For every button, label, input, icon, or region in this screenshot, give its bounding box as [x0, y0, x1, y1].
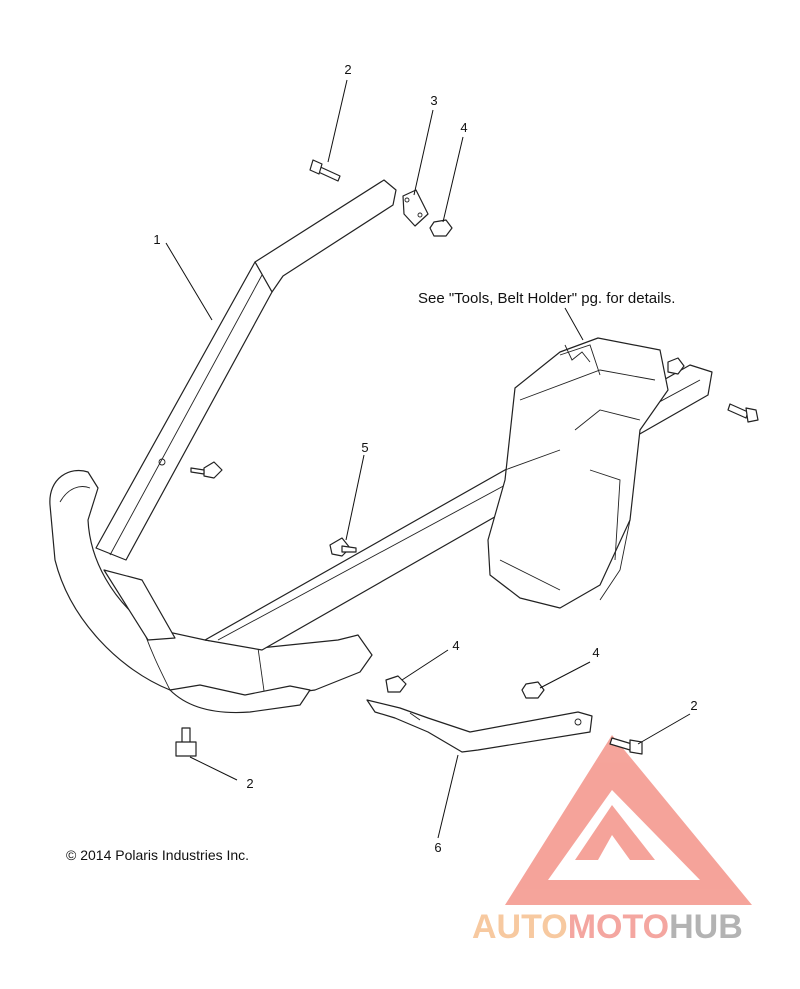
nut-icon	[667, 357, 685, 375]
callout-1: 1	[153, 232, 160, 247]
watermark-auto: AUTO	[472, 908, 568, 946]
plate-icon	[402, 189, 429, 227]
callout-2-top: 2	[344, 62, 351, 77]
callout-4-left: 4	[452, 638, 459, 653]
callout-2-right: 2	[690, 698, 697, 713]
support-bracket-part	[366, 699, 593, 753]
watermark-hub: HUB	[669, 908, 743, 946]
push-rivet-icon	[190, 461, 223, 479]
callout-2-left: 2	[246, 776, 253, 791]
nut-icon	[521, 681, 545, 699]
callout-3: 3	[430, 93, 437, 108]
callout-5: 5	[361, 440, 368, 455]
nut-icon	[429, 219, 453, 237]
callout-6: 6	[434, 840, 441, 855]
leader-lines	[165, 79, 691, 839]
copyright-text: © 2014 Polaris Industries Inc.	[66, 847, 249, 863]
callout-4-right: 4	[592, 645, 599, 660]
belt-holder-part	[487, 337, 669, 609]
watermark-text: AUTOMOTOHUB	[472, 908, 743, 946]
callout-4-top: 4	[460, 120, 467, 135]
bolt-icon	[727, 403, 759, 423]
bolt-icon	[609, 737, 643, 755]
watermark-moto: MOTO	[568, 908, 669, 946]
bolt-icon	[309, 159, 341, 182]
push-rivet-icon	[329, 537, 357, 557]
watermark-logo-icon	[505, 735, 752, 905]
nut-icon	[385, 675, 407, 693]
reference-note: See "Tools, Belt Holder" pg. for details…	[418, 290, 675, 307]
bolt-icon	[175, 727, 197, 757]
